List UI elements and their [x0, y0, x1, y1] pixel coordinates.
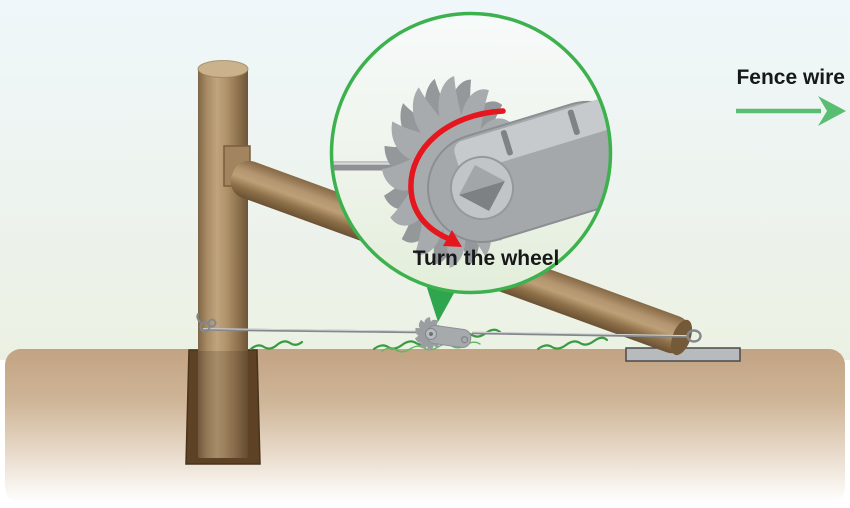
- magnified-body-top-face: [454, 90, 610, 173]
- wire-left-segment: [202, 328, 418, 334]
- turn-direction-arrow-icon: [408, 108, 506, 247]
- wire-brace-end-loop: [686, 329, 702, 343]
- strainer-body: [425, 325, 472, 348]
- wire-strainer: [414, 317, 472, 351]
- turn-arrow-curve: [408, 108, 506, 241]
- fence-wire-arrow-head: [818, 96, 846, 126]
- fence-wire-line: [196, 313, 702, 343]
- fence-wire-label: Fence wire: [736, 66, 845, 89]
- strainer-axle-hole: [429, 332, 433, 336]
- ground: [5, 349, 845, 503]
- wire-left-highlight: [202, 328, 418, 332]
- magnified-body-slot-2: [567, 109, 580, 135]
- turn-the-wheel-label: Turn the wheel: [413, 247, 560, 270]
- wire-post-knot-loop-1: [199, 321, 211, 333]
- wire-post-knot-tail: [196, 313, 201, 323]
- square-axle-light-face: [459, 165, 505, 196]
- square-axle-dark-face: [459, 180, 505, 211]
- fence-post-top-cap: [197, 60, 249, 78]
- magnified-body-slot-1: [500, 130, 513, 156]
- magnifier-callout: Turn the wheel: [329, 11, 613, 295]
- turn-arrow-head: [443, 230, 462, 247]
- fence-wire-arrow-icon: [736, 96, 846, 126]
- strainer-anchor-hole: [460, 336, 469, 344]
- magnified-square-axle: [459, 165, 505, 211]
- fence-post: [197, 60, 249, 458]
- wire-post-knot-loop-2: [207, 318, 217, 328]
- callout-circle-border: [329, 11, 613, 295]
- wire-right-segment: [471, 331, 689, 338]
- callout-contents: [332, 56, 610, 289]
- fence-post-buried-part: [198, 351, 248, 458]
- magnified-strainer-body: [427, 90, 610, 243]
- wire-right-highlight: [471, 331, 689, 337]
- fence-wire-annotation: Fence wire: [736, 66, 846, 126]
